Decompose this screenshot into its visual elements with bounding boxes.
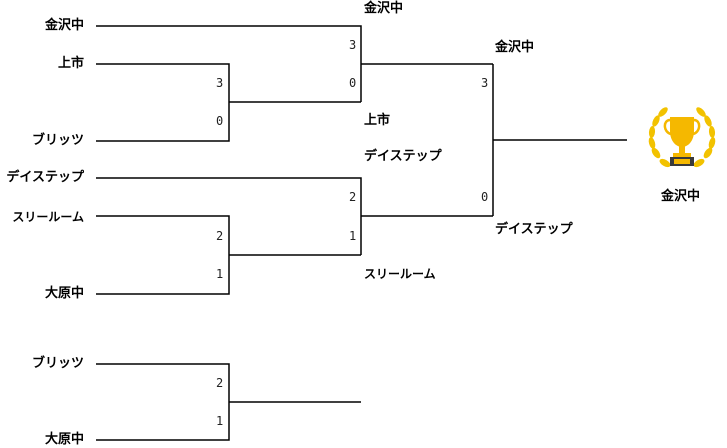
final-top-label: 金沢中: [495, 40, 535, 55]
team-threeroom-r1: スリールーム: [12, 210, 84, 224]
score-m4-top: 2: [216, 229, 224, 243]
bracket-line-m5: [96, 363, 361, 441]
score-semi2-top: 2: [349, 190, 357, 204]
semi1-winner-label: 金沢中: [364, 1, 404, 16]
score-final-bottom: 0: [481, 190, 489, 204]
score-semi1-bottom: 0: [349, 76, 357, 90]
bracket-line-m4: [96, 215, 361, 295]
score-m2-top: 3: [216, 76, 224, 90]
semi2-bottom-label: スリールーム: [364, 267, 436, 281]
team-kanazawa-r1: 金沢中: [44, 18, 84, 33]
team-blitz-m5: ブリッツ: [31, 356, 84, 371]
trophy-icon: [648, 107, 716, 168]
champion-name: 金沢中: [661, 189, 701, 204]
team-blitz-r1: ブリッツ: [31, 133, 84, 148]
semi1-bottom-label: 上市: [364, 113, 391, 128]
score-m5-bottom: 1: [216, 414, 224, 428]
semi2-top-label: デイステップ: [364, 149, 442, 164]
team-kamiichi-r1: 上市: [57, 56, 84, 71]
score-final-top: 3: [481, 76, 489, 90]
team-ohara-r1: 大原中: [44, 286, 84, 301]
score-m4-bottom: 1: [216, 267, 224, 281]
team-ohara-m5: 大原中: [44, 432, 84, 447]
score-semi1-top: 3: [349, 38, 357, 52]
bracket-line-semi2: [96, 177, 493, 255]
final-bottom-label: デイステップ: [495, 222, 573, 237]
bracket-line-semi1: [96, 25, 493, 102]
bracket-line-final: [492, 64, 627, 216]
bracket-line-m2: [96, 63, 361, 142]
score-m2-bottom: 0: [216, 114, 224, 128]
score-m5-top: 2: [216, 376, 224, 390]
team-daystep-r1: デイステップ: [6, 170, 84, 185]
score-semi2-bottom: 1: [349, 229, 357, 243]
